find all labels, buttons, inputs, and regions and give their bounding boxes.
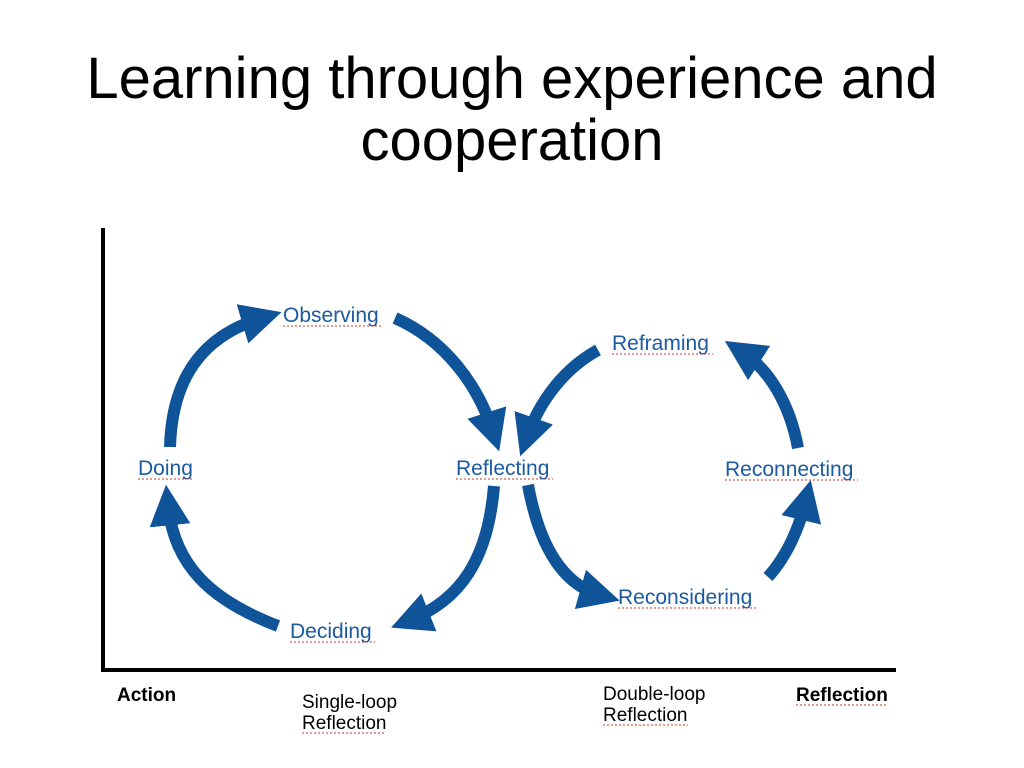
node-deciding: Deciding — [290, 620, 372, 643]
node-reflecting: Reflecting — [456, 457, 549, 480]
arrow-reconsidering-to-reconnecting — [763, 480, 822, 582]
axis-label-action: Action — [117, 685, 176, 706]
node-reconnecting: Reconnecting — [725, 458, 853, 481]
node-doing: Doing — [138, 457, 193, 480]
axis-label-double-loop-line-1: Double-loop — [603, 684, 705, 705]
axis-label-single-loop-line-1: Single-loop — [302, 692, 397, 713]
arrow-deciding-to-doing — [149, 484, 281, 632]
arrow-doing-to-observing — [164, 304, 282, 448]
node-observing: Observing — [283, 304, 379, 327]
axis-label-single-loop-line-2: Reflection — [302, 713, 387, 734]
axis-label-double-loop-line-2: Reflection — [603, 705, 688, 726]
arrow-reflecting-to-deciding — [391, 485, 500, 632]
arrow-reflecting-to-reconsidering — [522, 483, 620, 609]
arrow-observing-to-reflecting — [392, 312, 507, 452]
node-reframing: Reframing — [612, 332, 709, 355]
slide-title-line-2: cooperation — [360, 108, 664, 173]
slide-title-line-1: Learning through experience and — [86, 46, 938, 111]
node-reconsidering: Reconsidering — [618, 586, 752, 609]
arrow-reconnecting-to-reframing — [724, 340, 804, 450]
arrow-reframing-to-reflecting — [514, 344, 601, 457]
axis-label-reflection: Reflection — [796, 685, 888, 706]
slide-title: Learning through experience and cooperat… — [0, 48, 1024, 172]
